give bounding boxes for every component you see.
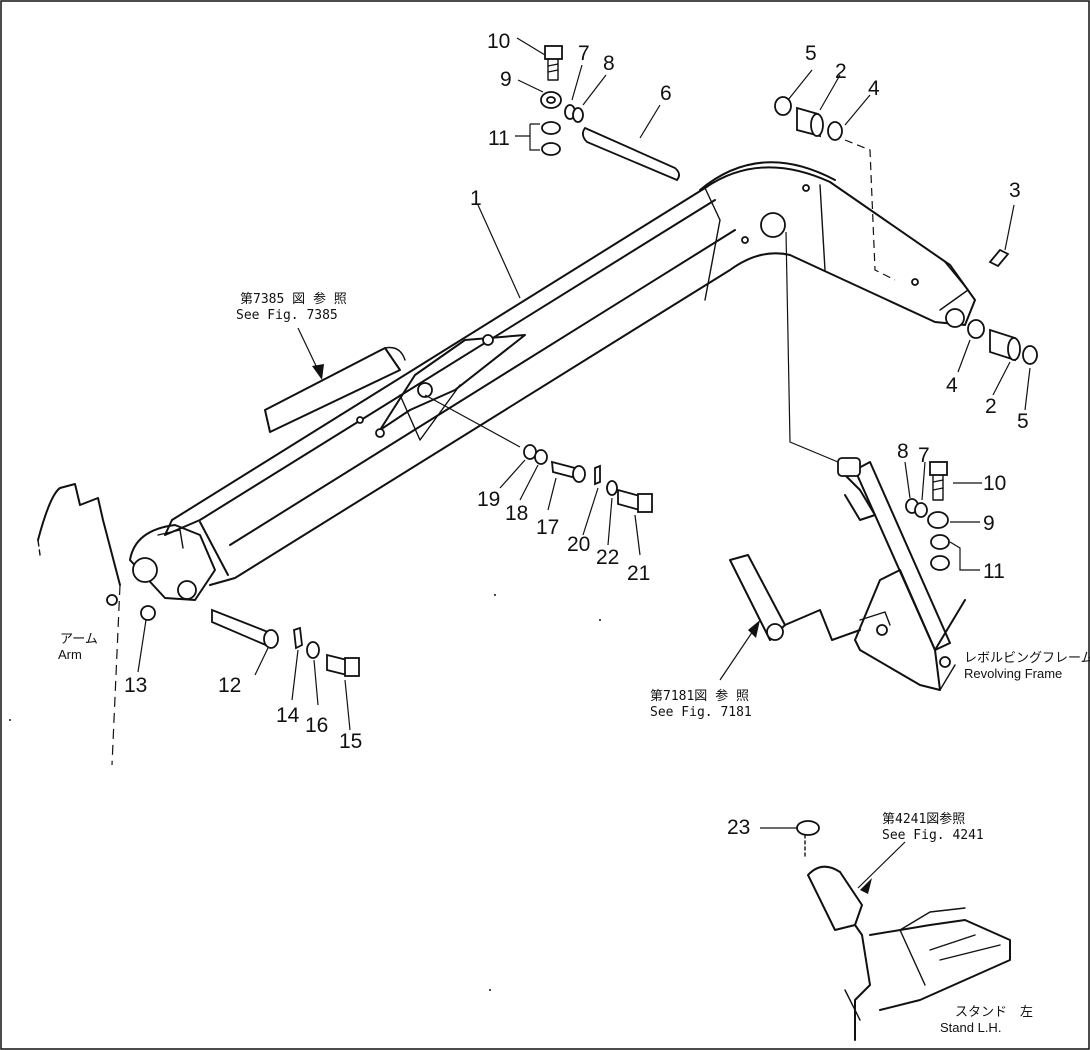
callout-18: 18 [505, 502, 528, 525]
ref-4241-jp: 第4241図参照 [882, 811, 965, 827]
nuts-11-right [930, 534, 950, 571]
callout-8-top: 8 [603, 52, 615, 75]
reference-arrows [297, 327, 872, 894]
bush-4-2-5-low [967, 319, 1038, 365]
label-stand-jp: スタンド 左 [955, 1004, 1033, 1019]
callout-20: 20 [567, 533, 590, 556]
callout-12: 12 [218, 674, 241, 697]
callout-16: 16 [305, 714, 328, 737]
plate-20 [594, 464, 601, 486]
bolt-15 [326, 653, 360, 677]
bolt-21 [617, 488, 653, 513]
nuts-11-top [541, 121, 561, 156]
arm-pin-boss [132, 557, 158, 583]
callout-21: 21 [627, 562, 650, 585]
callout-22: 22 [596, 546, 619, 569]
label-stand-en: Stand L.H. [940, 1020, 1001, 1035]
callout-7-top: 7 [578, 42, 590, 65]
callout-14: 14 [276, 704, 300, 727]
callout-2-top: 2 [835, 60, 847, 83]
ref-7385-en: See Fig. 7385 [236, 308, 338, 323]
callout-9-right: 9 [983, 512, 995, 535]
callout-13: 13 [124, 674, 147, 697]
callout-numbers: 1 2 2 3 4 4 5 5 6 7 7 8 8 9 9 10 10 11 1… [124, 30, 1029, 839]
label-frame-jp: レボルビングフレーム [964, 650, 1090, 665]
boom-foot-boss-rear [945, 308, 965, 328]
boom-body [129, 161, 976, 601]
pin-17 [550, 460, 586, 483]
pin-6 [582, 126, 680, 182]
callout-6: 6 [660, 82, 672, 105]
arm-outline [37, 483, 156, 766]
scan-dots [9, 594, 601, 991]
callout-5-top: 5 [805, 42, 817, 65]
bolt-10-right [929, 461, 948, 501]
callout-3: 3 [1009, 179, 1021, 202]
revolving-frame [854, 569, 966, 691]
washer-8-7-right [905, 498, 928, 518]
callout-4-top: 4 [868, 77, 880, 100]
ref-7181-en: See Fig. 7181 [650, 705, 752, 720]
callout-7-right: 7 [918, 444, 930, 467]
bush-5-2-4-top [774, 96, 843, 141]
washers-19-18 [523, 444, 548, 465]
callout-15: 15 [339, 730, 362, 753]
boom-foot-boss [760, 212, 786, 238]
callout-1: 1 [470, 187, 482, 210]
component-labels: アーム Arm レボルビングフレーム Revolving Frame スタンド … [58, 631, 1090, 1035]
ref-7385-jp: 第7385 図 参 照 [240, 291, 347, 307]
callout-17: 17 [536, 516, 559, 539]
label-arm-jp: アーム [60, 631, 98, 646]
washer-9-right [927, 511, 949, 529]
washer-22 [606, 480, 618, 496]
bolt-10-top [544, 45, 563, 81]
reference-notes: 第7385 図 参 照 See Fig. 7385 第7181図 参 照 See… [236, 291, 984, 843]
washer-16 [306, 641, 320, 659]
callout-11-top: 11 [488, 127, 510, 150]
callout-8-right: 8 [897, 440, 909, 463]
callout-10-right: 10 [983, 472, 1006, 495]
callout-19: 19 [477, 488, 500, 511]
washer-7-8-top [564, 104, 584, 123]
callout-11-right: 11 [983, 560, 1005, 583]
callout-10-top: 10 [487, 30, 510, 53]
ref-7181-jp: 第7181図 参 照 [650, 688, 749, 704]
leader-lines [137, 37, 1031, 889]
callout-4-low: 4 [946, 374, 958, 397]
part-23-cap [796, 820, 820, 859]
ref-4241-en: See Fig. 4241 [882, 828, 984, 843]
label-frame-en: Revolving Frame [964, 666, 1062, 681]
callout-2-low: 2 [985, 395, 997, 418]
pin-12 [211, 608, 279, 649]
boom-cylinder [729, 457, 951, 651]
callout-9-top: 9 [500, 68, 512, 91]
stand-lh [807, 865, 1011, 1041]
washer-9-top [540, 91, 562, 109]
label-arm-en: Arm [58, 647, 82, 662]
callout-23: 23 [727, 816, 750, 839]
callout-5-low: 5 [1017, 410, 1029, 433]
plate-14 [293, 626, 303, 650]
arm-cylinder-rod [264, 346, 406, 433]
fitting-3 [988, 248, 1010, 268]
